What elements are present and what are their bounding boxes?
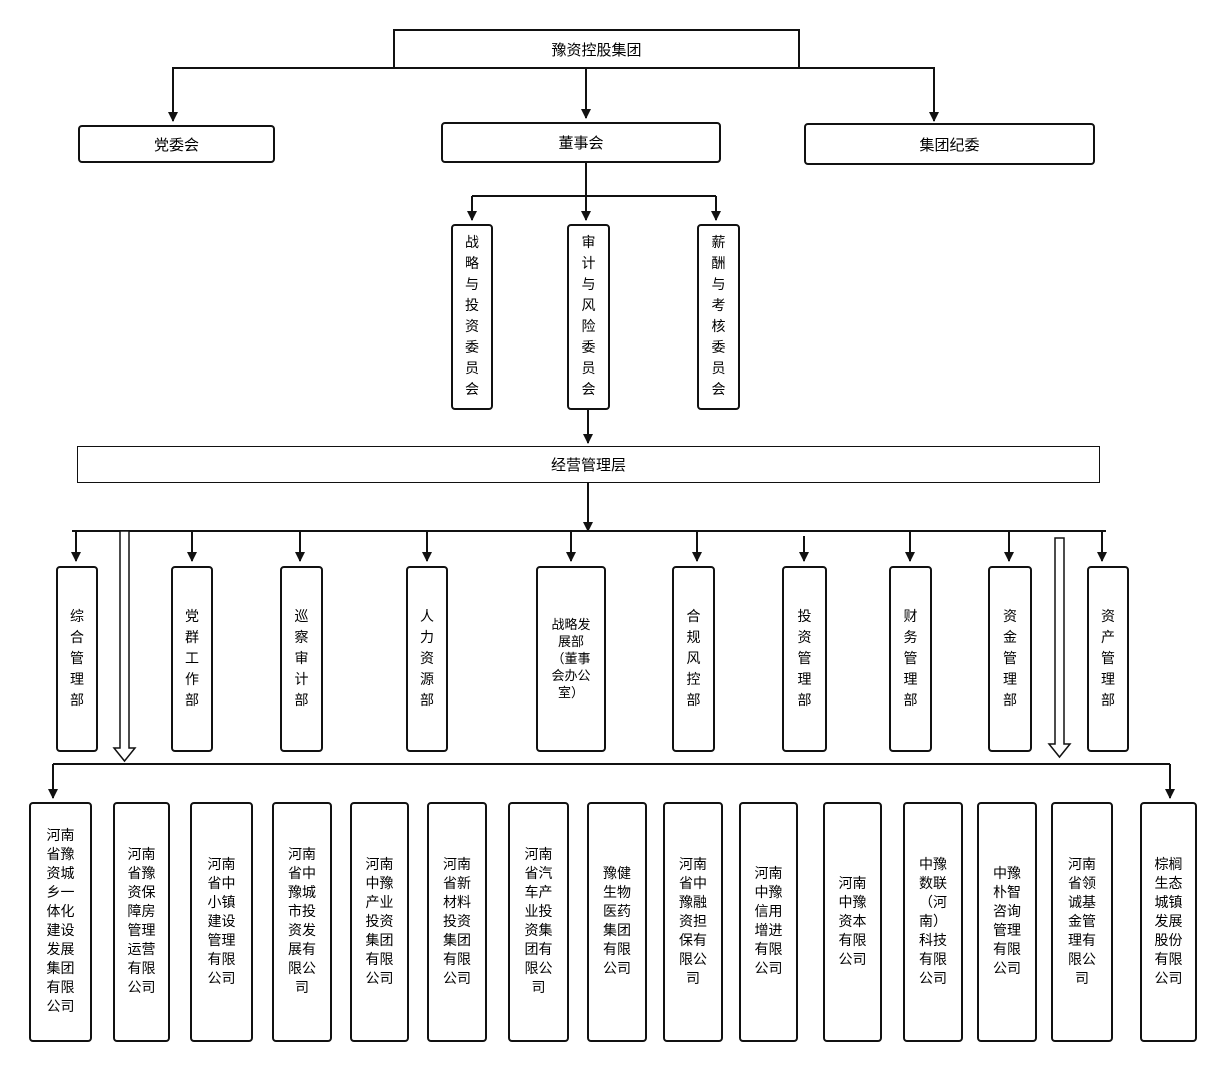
department-label: 资金管理部 [1003, 608, 1017, 709]
company-label: 河南 省中 豫融 资担 保有 限公 司 [679, 856, 707, 987]
company-label: 中豫 数联 （河 南） 科技 有限 公司 [919, 856, 947, 987]
department-box: 战略发 展部 （董事 会办公 室） [536, 566, 606, 752]
department-box: 投资管理部 [782, 566, 827, 752]
company-label: 河南 省豫 资城 乡一 体化 建设 发展 集团 有限 公司 [46, 828, 75, 1015]
board-label: 董事会 [558, 134, 604, 152]
company-box: 河南 省豫 资保 障房 管理 运营 有限 公司 [113, 802, 170, 1042]
company-box: 河南 中豫 信用 增进 有限 公司 [739, 802, 798, 1042]
company-label: 河南 省豫 资保 障房 管理 运营 有限 公司 [127, 847, 156, 996]
board-box: 董事会 [441, 122, 721, 163]
company-label: 中豫 朴智 咨询 管理 有限 公司 [993, 866, 1021, 977]
committee-strategy-box: 战略与投资委员会 [451, 224, 493, 410]
company-label: 河南 省中 小镇 建设 管理 有限 公司 [207, 856, 236, 987]
department-box: 党群工作部 [171, 566, 213, 752]
company-box: 中豫 朴智 咨询 管理 有限 公司 [977, 802, 1037, 1042]
department-box: 巡察审计部 [280, 566, 323, 752]
department-label: 综合管理部 [70, 608, 84, 709]
company-box: 河南 省豫 资城 乡一 体化 建设 发展 集团 有限 公司 [29, 802, 92, 1042]
department-box: 资金管理部 [988, 566, 1032, 752]
party-committee-label: 党委会 [153, 135, 199, 154]
company-box: 河南 省汽 车产 业投 资集 团有 限公 司 [508, 802, 569, 1042]
group-label: 豫资控股集团 [551, 40, 642, 59]
company-label: 河南 中豫 产业 投资 集团 有限 公司 [365, 856, 394, 987]
department-box: 合规风控部 [672, 566, 715, 752]
discipline-commission-box: 集团纪委 [804, 123, 1095, 165]
company-box: 河南 中豫 资本 有限 公司 [823, 802, 882, 1042]
company-label: 河南 省汽 车产 业投 资集 团有 限公 司 [524, 847, 553, 996]
committee-audit-label: 审计与风险委员会 [581, 235, 596, 398]
company-box: 棕榈 生态 城镇 发展 股份 有限 公司 [1140, 802, 1197, 1042]
department-box: 人力资源部 [406, 566, 448, 752]
company-label: 河南 中豫 资本 有限 公司 [838, 875, 867, 968]
department-box: 财务管理部 [889, 566, 932, 752]
party-committee-box: 党委会 [78, 125, 275, 163]
committee-compensation-label: 薪酬与考核委员会 [711, 235, 726, 398]
department-label: 巡察审计部 [294, 608, 309, 709]
company-box: 河南 省新 材料 投资 集团 有限 公司 [427, 802, 487, 1042]
company-box: 河南 省中 小镇 建设 管理 有限 公司 [190, 802, 253, 1042]
company-label: 河南 省新 材料 投资 集团 有限 公司 [443, 856, 471, 987]
company-label: 豫健 生物 医药 集团 有限 公司 [603, 866, 631, 977]
company-box: 豫健 生物 医药 集团 有限 公司 [587, 802, 647, 1042]
discipline-commission-label: 集团纪委 [919, 135, 980, 154]
department-label: 资产管理部 [1101, 608, 1115, 709]
department-label: 战略发 展部 （董事 会办公 室） [551, 617, 591, 701]
committee-strategy-label: 战略与投资委员会 [465, 235, 479, 398]
company-box: 河南 省中 豫城 市投 资发 展有 限公 司 [272, 802, 332, 1042]
company-label: 河南 省领 诚基 金管 理有 限公 司 [1068, 856, 1096, 987]
department-label: 投资管理部 [797, 608, 812, 709]
company-label: 河南 中豫 信用 增进 有限 公司 [754, 866, 783, 977]
company-label: 棕榈 生态 城镇 发展 股份 有限 公司 [1154, 856, 1183, 987]
committee-compensation-box: 薪酬与考核委员会 [697, 224, 740, 410]
committee-audit-box: 审计与风险委员会 [567, 224, 610, 410]
department-label: 合规风控部 [686, 608, 701, 709]
department-box: 综合管理部 [56, 566, 98, 752]
group-box: 豫资控股集团 [393, 29, 800, 69]
management-box: 经营管理层 [77, 446, 1100, 483]
company-box: 河南 中豫 产业 投资 集团 有限 公司 [350, 802, 409, 1042]
management-label: 经营管理层 [550, 456, 626, 474]
company-box: 河南 省中 豫融 资担 保有 限公 司 [663, 802, 723, 1042]
company-box: 中豫 数联 （河 南） 科技 有限 公司 [903, 802, 963, 1042]
company-box: 河南 省领 诚基 金管 理有 限公 司 [1051, 802, 1113, 1042]
department-label: 党群工作部 [185, 608, 199, 709]
department-label: 财务管理部 [903, 608, 918, 709]
company-label: 河南 省中 豫城 市投 资发 展有 限公 司 [288, 847, 316, 996]
department-label: 人力资源部 [420, 608, 434, 709]
department-box: 资产管理部 [1087, 566, 1129, 752]
